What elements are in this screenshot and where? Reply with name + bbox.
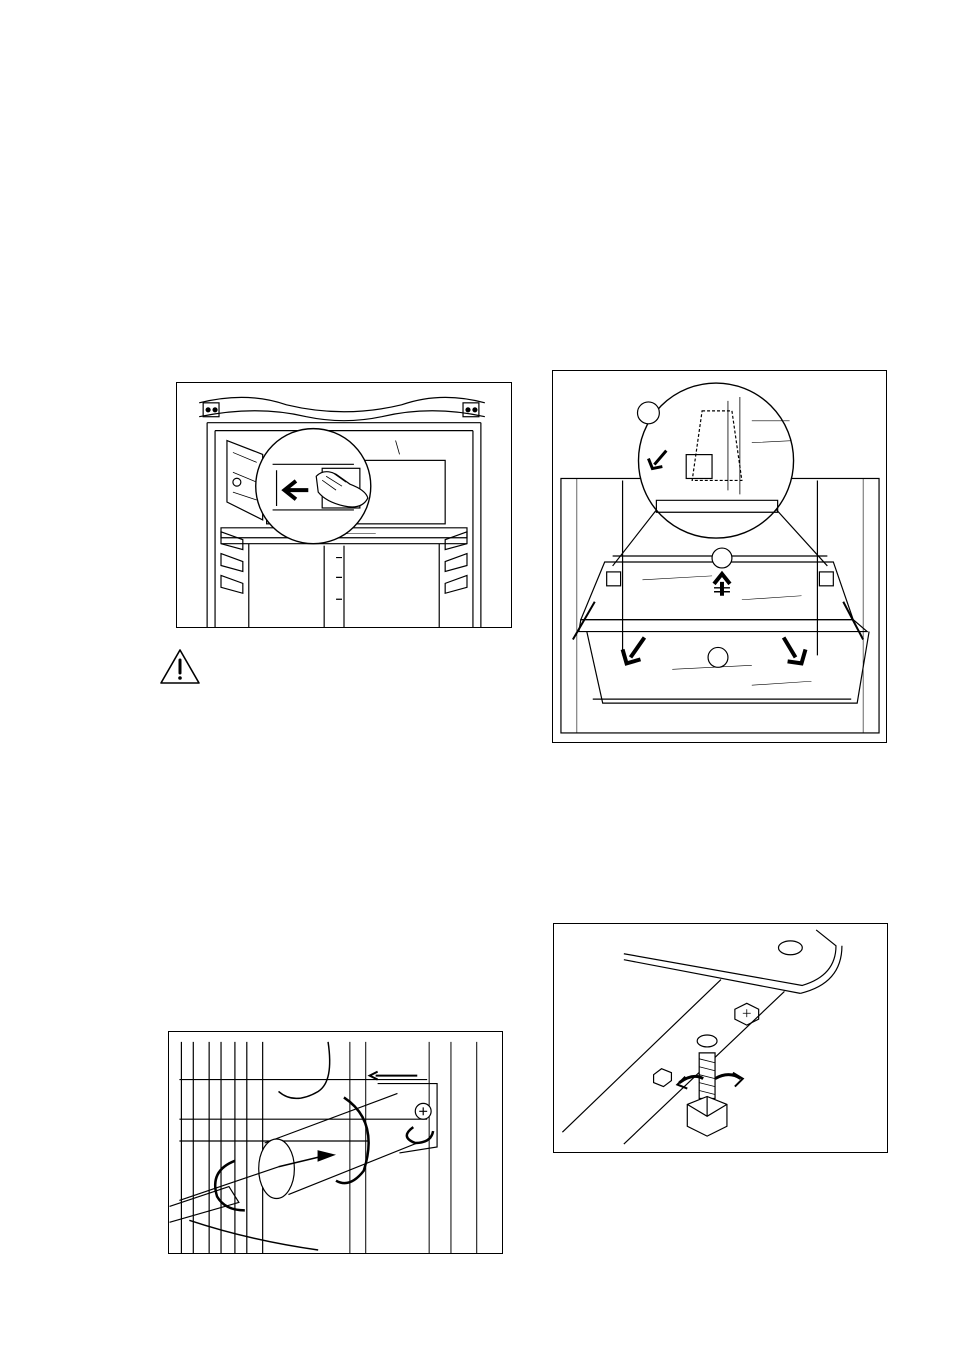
shelf-removal-figure [552, 370, 887, 743]
shelf-removal-icon [553, 371, 886, 742]
lamp-cover-figure [168, 1031, 503, 1254]
callout-3 [708, 647, 728, 667]
adjustable-foot-icon [554, 924, 887, 1152]
warning-triangle-icon [158, 647, 202, 687]
lamp-cover-screwdriver-icon [169, 1032, 502, 1253]
fridge-panel-figure [176, 382, 512, 628]
fridge-panel-removal-icon [177, 383, 511, 627]
callout-1 [637, 402, 659, 424]
adjustable-foot-figure [553, 923, 888, 1153]
callout-2 [712, 548, 732, 568]
